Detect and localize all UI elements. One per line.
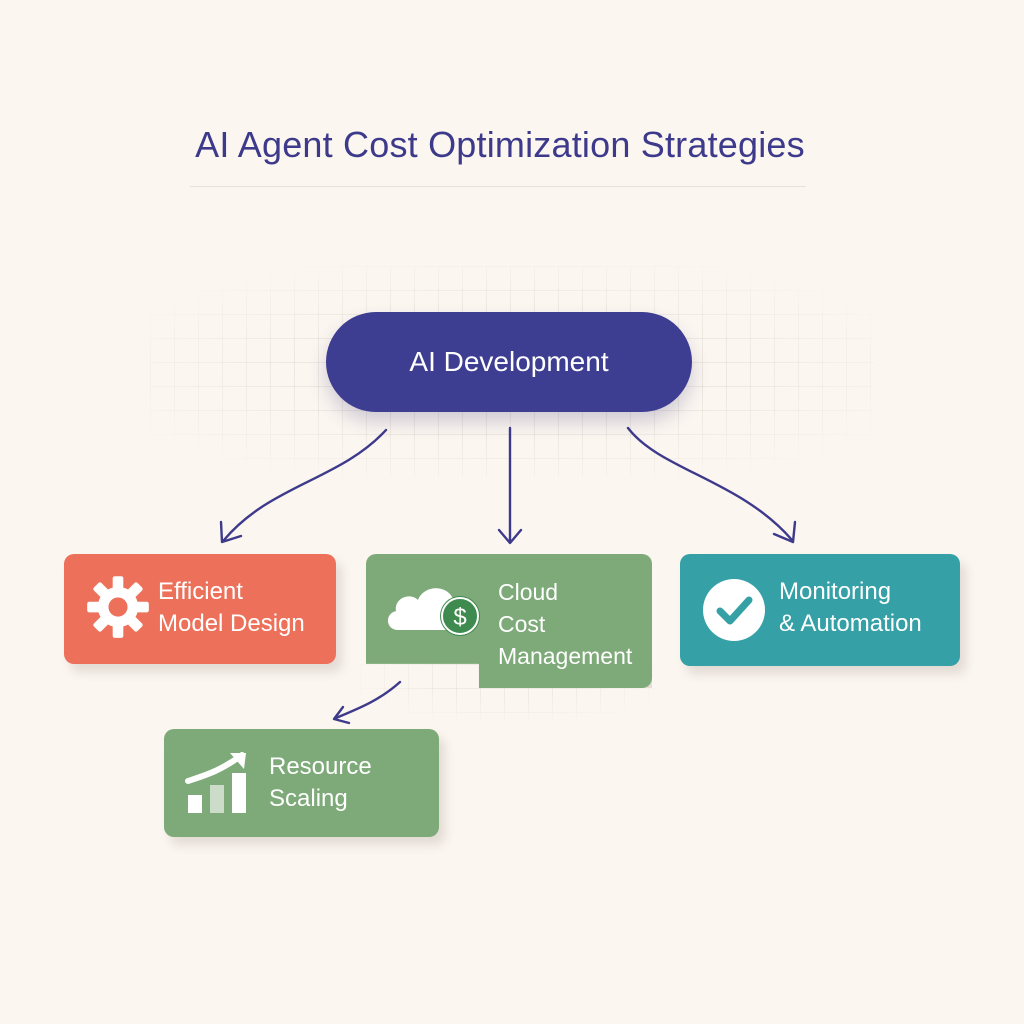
- diagram-title: AI Agent Cost Optimization Strategies: [195, 124, 805, 165]
- node-label-line: Efficient: [158, 578, 243, 605]
- node-label-line: Scaling: [269, 784, 348, 812]
- node-efficient-model-design: Efficient Model Design: [64, 554, 336, 664]
- node-label-line: Monitoring: [779, 578, 892, 605]
- cloud-dollar-icon: $: [387, 588, 480, 636]
- edge-root-to-monitoring-head: [772, 520, 797, 544]
- node-label-line: Management: [498, 643, 633, 670]
- node-label-line: Resource: [269, 753, 372, 780]
- gear-icon: [87, 576, 149, 638]
- node-label: Cloud Cost Management: [498, 576, 632, 673]
- edge-root-to-cloud-head: [497, 528, 523, 545]
- edge-cloud-to-resource: [334, 680, 402, 720]
- root-node-label: AI Development: [409, 346, 609, 377]
- title-divider: [190, 186, 806, 187]
- edge-root-to-efficient: [222, 428, 388, 542]
- checkmark-icon: [703, 579, 765, 641]
- node-label: Efficient Model Design: [158, 576, 305, 639]
- root-node: AI Development: [326, 312, 692, 412]
- node-label-line: Cost: [498, 611, 546, 638]
- edge-cloud-to-resource-head: [332, 705, 351, 725]
- node-label: Resource Scaling: [269, 751, 372, 814]
- node-cloud-cost-management: $ Cloud Cost Management: [366, 554, 652, 688]
- bar-chart-growth-icon: [185, 752, 246, 813]
- edge-root-to-monitoring: [626, 426, 794, 542]
- node-resource-scaling: Resource Scaling: [164, 729, 439, 837]
- edge-root-to-efficient-head: [219, 520, 243, 544]
- svg-text:$: $: [453, 604, 466, 631]
- node-label-line: Model Design: [158, 609, 305, 637]
- node-label-line: Cloud: [498, 579, 559, 605]
- node-label: Monitoring & Automation: [779, 576, 922, 639]
- node-label-line: & Automation: [779, 609, 922, 637]
- node-monitoring-automation: Monitoring & Automation: [680, 554, 960, 666]
